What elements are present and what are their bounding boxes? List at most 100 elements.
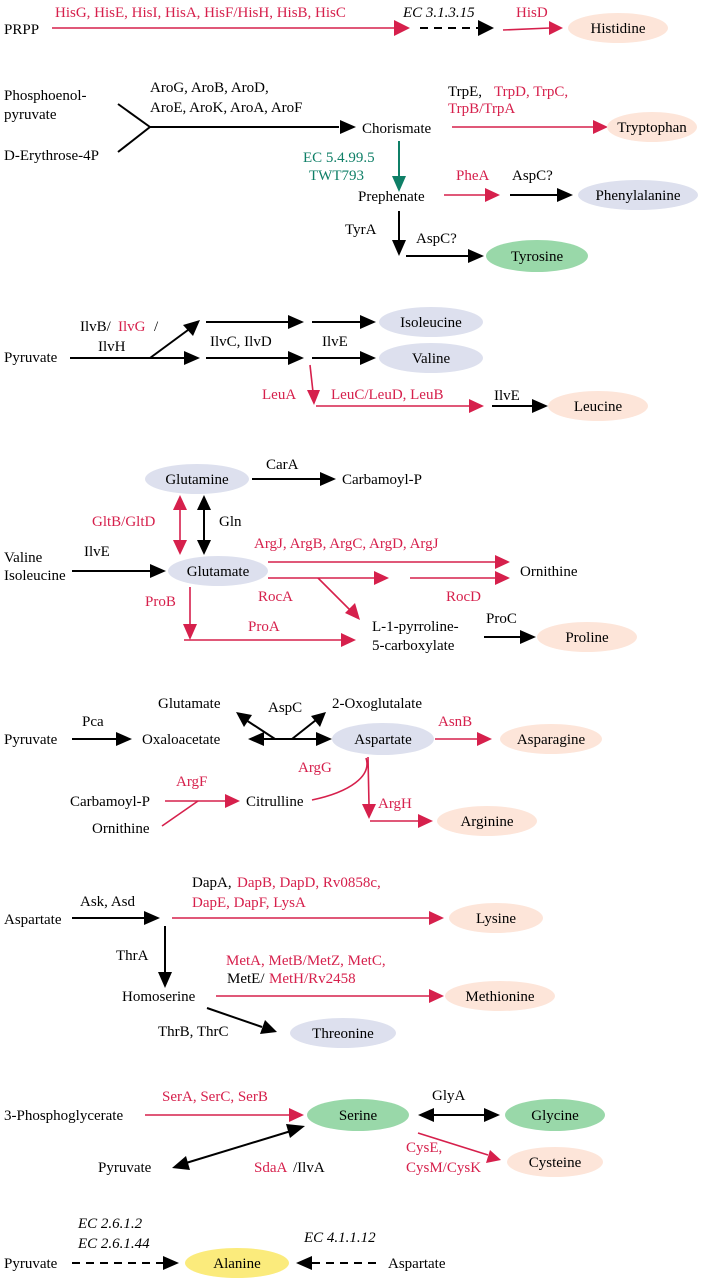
tyra-label: TyrA (345, 222, 377, 238)
tyrosine-label: Tyrosine (511, 249, 564, 265)
rocd-label: RocD (446, 589, 481, 605)
p5c-label-1: L-1-pyrroline- (372, 619, 459, 635)
aspartate-lys-label: Aspartate (4, 912, 62, 928)
cyse-label-2: CysM/CysK (406, 1160, 481, 1176)
isoleucine-node (379, 307, 483, 337)
bcaa-main-head (184, 351, 200, 365)
thrbc-line (206, 1007, 263, 1028)
pyruvate-bcaa-label: Pyruvate (4, 350, 58, 366)
thrbc-label: ThrB, ThrC (158, 1024, 229, 1040)
proa-label: ProA (248, 619, 280, 635)
glutamate-pathway: Glutamine CarA Carbamoyl-P GltB/GltD Gln… (4, 457, 637, 654)
aspc-tyr-label: AspC? (416, 231, 457, 247)
arginine-node (437, 806, 537, 836)
prob-head (183, 624, 197, 640)
asnb-head (477, 732, 492, 746)
ala-right-head (296, 1256, 312, 1270)
cysteine-label: Cysteine (529, 1155, 582, 1171)
twt793-label: TWT793 (309, 168, 364, 184)
argg-head (362, 804, 376, 819)
leucine-node (548, 391, 648, 421)
bcaa-branch-line (149, 329, 189, 359)
aspartate-node (332, 723, 434, 755)
ec-2-6-1-2-label: EC 2.6.1.2 (77, 1216, 143, 1232)
aspartate-pathway: Glutamate AspC 2-Oxoglutalate Pyruvate P… (4, 696, 602, 837)
cysteine-node (507, 1147, 603, 1177)
argg-down-line (367, 756, 370, 806)
leucine-label: Leucine (574, 399, 623, 415)
his-ec-label: EC 3.1.3.15 (402, 5, 475, 21)
serine-node (307, 1099, 409, 1131)
valine-label: Valine (412, 351, 451, 367)
e4p-label: D-Erythrose-4P (4, 148, 99, 164)
lysine-label: Lysine (476, 911, 516, 927)
oxoglutarate-label: 2-Oxoglutalate (332, 696, 422, 712)
leua-label: LeuA (262, 387, 296, 403)
pca-head (116, 732, 132, 746)
askasd-head (144, 911, 160, 925)
proa-head (341, 633, 356, 647)
trp-enzymes-1: TrpD, TrpC, (494, 84, 568, 100)
ile-step2-head (360, 315, 376, 329)
askasd-label: Ask, Asd (80, 894, 136, 910)
tyra-head (392, 240, 406, 256)
p5c-label-2: 5-carboxylate (372, 638, 455, 654)
aspc-label: AspC (268, 700, 302, 716)
trp-enzymes-2: TrpB/TrpA (448, 101, 515, 117)
argh-head (418, 814, 433, 828)
ilve-leu-label: IlvE (494, 388, 520, 404)
phea-arrow-head (485, 188, 500, 202)
aspc-phe-head (557, 188, 573, 202)
histidine-pathway: PRPP HisG, HisE, HisI, HisA, HisF/HisH, … (4, 5, 668, 43)
roca-label: RocA (258, 589, 293, 605)
threonine-node (290, 1018, 396, 1048)
bcaa-pathway: IlvB/ IlvG / IlvH Pyruvate Isoleucine Il… (4, 307, 648, 421)
proline-node (537, 622, 637, 652)
aspartate-label: Aspartate (354, 732, 412, 748)
arginine-label: Arginine (460, 814, 513, 830)
pep-label-1: Phosphoenol- (4, 88, 87, 104)
argg-label: ArgG (298, 760, 332, 776)
glya-left-head (418, 1108, 434, 1122)
dap-enzymes-2: DapE, DapF, LysA (192, 895, 306, 911)
gln-head-up (197, 495, 211, 510)
gln-label: Gln (219, 514, 242, 530)
roca-diag-line (317, 577, 351, 611)
glutamine-node (145, 464, 249, 494)
his-enzymes-label: HisG, HisE, HisI, HisA, HisF/HisH, HisB,… (55, 5, 346, 21)
his-arrow-head (394, 20, 410, 36)
thrbc-head (260, 1020, 277, 1034)
aro-enzymes-1: AroG, AroB, AroD, (150, 80, 269, 96)
tyrosine-node (486, 240, 588, 272)
cyse-head (486, 1150, 501, 1163)
thra-head (158, 972, 172, 988)
tryptophan-label: Tryptophan (617, 120, 687, 136)
hisd-label: HisD (516, 5, 548, 21)
homoserine-label: Homoserine (122, 989, 196, 1005)
glutamate-asp-label: Glutamate (158, 696, 221, 712)
phenylalanine-label: Phenylalanine (596, 188, 681, 204)
alanine-pathway: EC 2.6.1.2 EC 2.6.1.44 EC 4.1.1.12 Pyruv… (4, 1216, 446, 1278)
hisd-arrow-line (502, 27, 551, 31)
asnb-label: AsnB (438, 714, 472, 730)
leua-line (309, 364, 314, 393)
met-enzymes-1: MetA, MetB/MetZ, MetC, (226, 953, 386, 969)
aro-enzymes-2: AroE, AroK, AroA, AroF (150, 100, 303, 116)
glya-label: GlyA (432, 1088, 466, 1104)
ala-left-head (163, 1256, 179, 1270)
proc-head (520, 630, 536, 644)
pyruvate-ser-label: Pyruvate (98, 1160, 152, 1176)
glutamate-label: Glutamate (187, 564, 250, 580)
aro-branch-top (117, 103, 151, 128)
argf-label: ArgF (176, 774, 207, 790)
pca-label: Pca (82, 714, 104, 730)
gln-head-down (197, 540, 211, 555)
chorismate-mutase-head (392, 176, 406, 192)
glutamate-node (168, 556, 268, 586)
cyse-label-1: CysE, (406, 1140, 442, 1156)
arg-enzymes-label: ArgJ, ArgB, ArgC, ArgD, ArgJ (254, 536, 439, 552)
dap-enzymes-1: DapB, DapD, Rv0858c, (237, 875, 381, 891)
prephenate-label: Prephenate (358, 189, 425, 205)
sdaa-label: SdaA (254, 1160, 288, 1176)
glycine-label: Glycine (531, 1108, 579, 1124)
